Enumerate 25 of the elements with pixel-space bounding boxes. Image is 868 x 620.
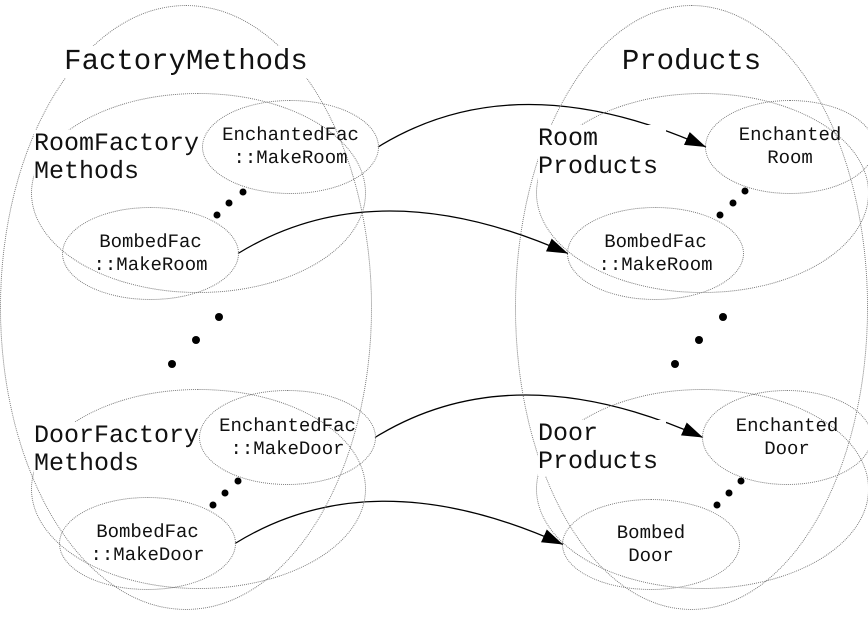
node-label: EnchantedFac ::MakeRoom xyxy=(221,124,360,170)
node-label: Enchanted Room xyxy=(738,124,842,170)
group-title: Room Products xyxy=(538,125,666,181)
arrow xyxy=(234,500,564,546)
group-title: Door Products xyxy=(538,420,666,476)
group-ellipse xyxy=(515,5,868,610)
ellipse-node xyxy=(705,100,868,194)
ellipse-node xyxy=(702,390,868,485)
ellipse-node xyxy=(202,100,379,194)
node-label: BombedFac ::MakeRoom xyxy=(92,230,209,276)
arrow xyxy=(238,210,568,254)
ellipse-node xyxy=(59,497,236,590)
arrow xyxy=(378,104,706,148)
node-label: Bombed Door xyxy=(616,522,686,568)
group-ellipse xyxy=(536,389,868,589)
group-title: FactoryMethods xyxy=(64,46,308,78)
node-label: BombedFac ::MakeDoor xyxy=(89,520,206,566)
node-label: BombedFac ::MakeRoom xyxy=(597,230,714,276)
ellipse-node xyxy=(199,390,376,485)
ellipse-node xyxy=(567,207,744,300)
arrow xyxy=(374,394,704,438)
node-label: Enchanted Door xyxy=(734,414,840,460)
ellipse-node xyxy=(62,207,239,300)
ellipse-node xyxy=(562,499,740,590)
node-label: EnchantedFac ::MakeDoor xyxy=(218,414,357,460)
